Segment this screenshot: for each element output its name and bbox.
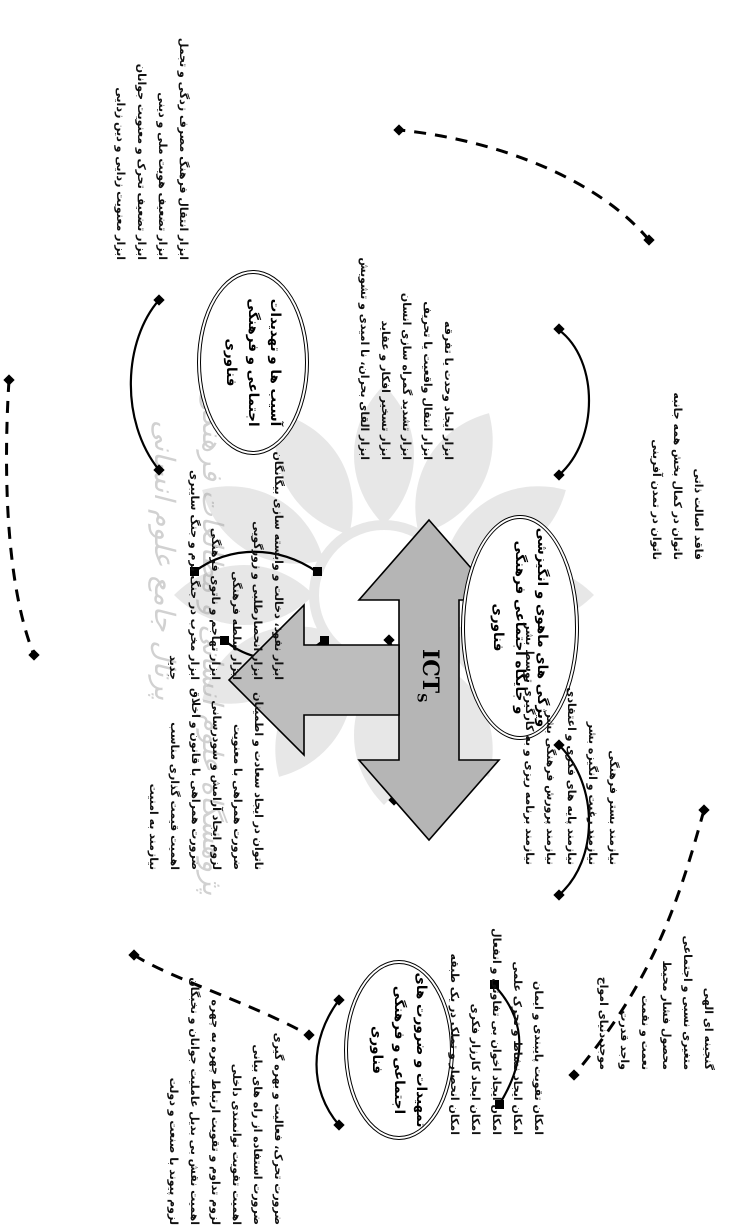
list-item: ابزار سلطه فرهنگی: [230, 571, 243, 680]
node-requirements-title: تمهیدات و ضرورت های اجتماعی و فرهنگی فنا…: [369, 972, 429, 1128]
list-item: ابزار ایجاد وحدت یا تفرقه: [442, 321, 455, 460]
list-item: ابزار انحصارطلبی و زورگویی: [251, 521, 264, 680]
list-item: نیازمند بستر فرهنگی: [607, 750, 620, 865]
list-item: لزوم تداوم و تقویت ارتباط چهره به چهره: [209, 999, 222, 1225]
list-item: اهمیت تقویت توانمندی داخلی: [230, 1063, 243, 1225]
connector-top-right: [558, 744, 591, 896]
list-item: امکان تقویت پایبندی و ایمان: [532, 981, 545, 1135]
list-item: امکان ایجاد اخوان بی تفاوتی و انفعال: [490, 928, 503, 1135]
list-item: ناتوان در تمدن آفرینی: [650, 439, 663, 560]
list-bottom-left: ابزار ایجاد وحدت یا تفرقه ابزار انتقال و…: [354, 250, 459, 460]
dashed-connector-left: [398, 128, 651, 241]
ict-label: ICTS: [413, 649, 443, 703]
list-bottom-near: ابزار نفوذ، دخالت و وابسته سازی بیگانگان…: [163, 450, 289, 680]
node-threats: آسیب ها و تهدیدات اجتماعی و فرهنگی فناور…: [197, 270, 309, 455]
list-item: ناتوان در ایجاد سعادت و اطمینان: [252, 692, 265, 870]
list-top-far: گنجینه ای الهی متغیری نسبی و اجتماعی محص…: [593, 830, 719, 1070]
connector-bottom-left: [129, 299, 160, 471]
list-item: گنجینه ای الهی: [702, 987, 715, 1070]
list-item: ابزار تضعیف تحرک و معنویت جوانان: [135, 63, 148, 260]
list-item: ابزار تضعیف هویت ملی و دینی: [156, 92, 169, 260]
list-item: ابزار تسخیر افکار و عقاید: [379, 320, 392, 460]
list-item: ابزار تشدید گمراه سازی انسان: [400, 292, 413, 460]
node-requirements: تمهیدات و ضرورت های اجتماعی و فرهنگی فنا…: [344, 960, 454, 1140]
list-item: لزوم ایجاد آرامش و سودرسانی: [210, 700, 223, 870]
list-item: نیازمند به امنیت: [147, 783, 160, 870]
list-item: ابزار معنویت زدایی و دین زدایی: [114, 87, 127, 260]
list-item: ابزار انتقال واقعیت یا تحریف: [421, 301, 434, 460]
list-item: ابزار مخرب در جنگ نرم و جنگ سایبری: [188, 470, 201, 680]
list-item: ضرورت همراهی با معنویت: [231, 724, 244, 870]
list-item: نعمت و نقمت: [639, 995, 652, 1070]
list-item: موجد دنیای امواج: [597, 976, 610, 1070]
list-top-near: نیازمند بستر فرهنگی نیازمند رغبت و انگیز…: [519, 620, 624, 865]
list-item: جدید: [167, 655, 180, 680]
list-item: ابزار القای بحران، نا امیدی و تشویش: [358, 257, 371, 460]
list-item: ابزار نفوذ، دخالت و وابسته سازی بیگانگان: [272, 451, 285, 680]
list-item: ابزار تهاجم و ناتوی فرهنگی: [209, 527, 222, 680]
list-item: واجد قدرت: [618, 1010, 631, 1070]
list-top-left: فاقد اصالت ذاتی ناتوان در کمال بخش همه ج…: [646, 350, 709, 560]
list-item: نیازمند برنامه ریزی و به کارگیری توسط بش…: [523, 623, 536, 865]
list-item: فاقد اصالت ذاتی: [692, 468, 705, 560]
list-item: متغیری نسبی و اجتماعی: [681, 935, 694, 1070]
list-item: ضرورت تحرک، فعالیت و بهره گیری: [272, 1032, 285, 1225]
connector-char-split: [193, 550, 318, 573]
node-threats-title: آسیب ها و تهدیدات اجتماعی و فرهنگی فناور…: [223, 298, 283, 427]
list-item: نیازمند پرورش فرهنگی بشر: [544, 711, 557, 865]
list-item: ضرورت استفاده از راه های بیانی: [251, 1044, 264, 1225]
list-item: امکان ایجاد کارزار فکری: [469, 1003, 482, 1135]
list-item: امکان ایجاد نشاط و تحرک علمی: [511, 961, 524, 1135]
list-mid-right-far: ضرورت تحرک، فعالیت و بهره گیری ضرورت است…: [163, 977, 289, 1225]
list-bottom-far: ابزار انتقال فرهنگ مصرف زدگی و تجمل ابزا…: [110, 10, 194, 260]
list-mid-center: ناتوان در ایجاد سعادت و اطمینان ضرورت هم…: [143, 660, 269, 870]
connector-top-left: [558, 329, 591, 476]
connector-req-split: [493, 984, 521, 1106]
list-item: اهمیت نقش بی بدیل عاملیت جوانان و نخبگان: [188, 977, 201, 1225]
list-item: ابزار انتقال فرهنگ مصرف زدگی و تجمل: [177, 37, 190, 260]
list-item: نیازمند پایه های فکری و اعتقادی: [565, 687, 578, 865]
dashed-connector-bottom: [5, 379, 36, 656]
list-item: لزوم پیوند با صنعت و دولت: [167, 1077, 180, 1225]
list-item: محصول فشار محیط: [660, 960, 673, 1070]
connector-mid-right: [315, 999, 340, 1126]
list-item: نیازمند رغبت و انگیزه بشر: [586, 721, 599, 865]
list-item: ضرورت همراهی با قانون و اخلاق: [189, 688, 202, 870]
list-mid-right-near: امکان تقویت پایبندی و ایمان امکان ایجاد …: [444, 910, 549, 1135]
list-item: ناتوان در کمال بخش همه جانبه: [671, 392, 684, 560]
dashed-connector-right: [133, 953, 310, 1037]
list-item: اهمیت قیمت گذاری مناسب: [168, 722, 181, 870]
list-item: امکان انحصار و تملک در یک طبقه: [448, 953, 461, 1135]
